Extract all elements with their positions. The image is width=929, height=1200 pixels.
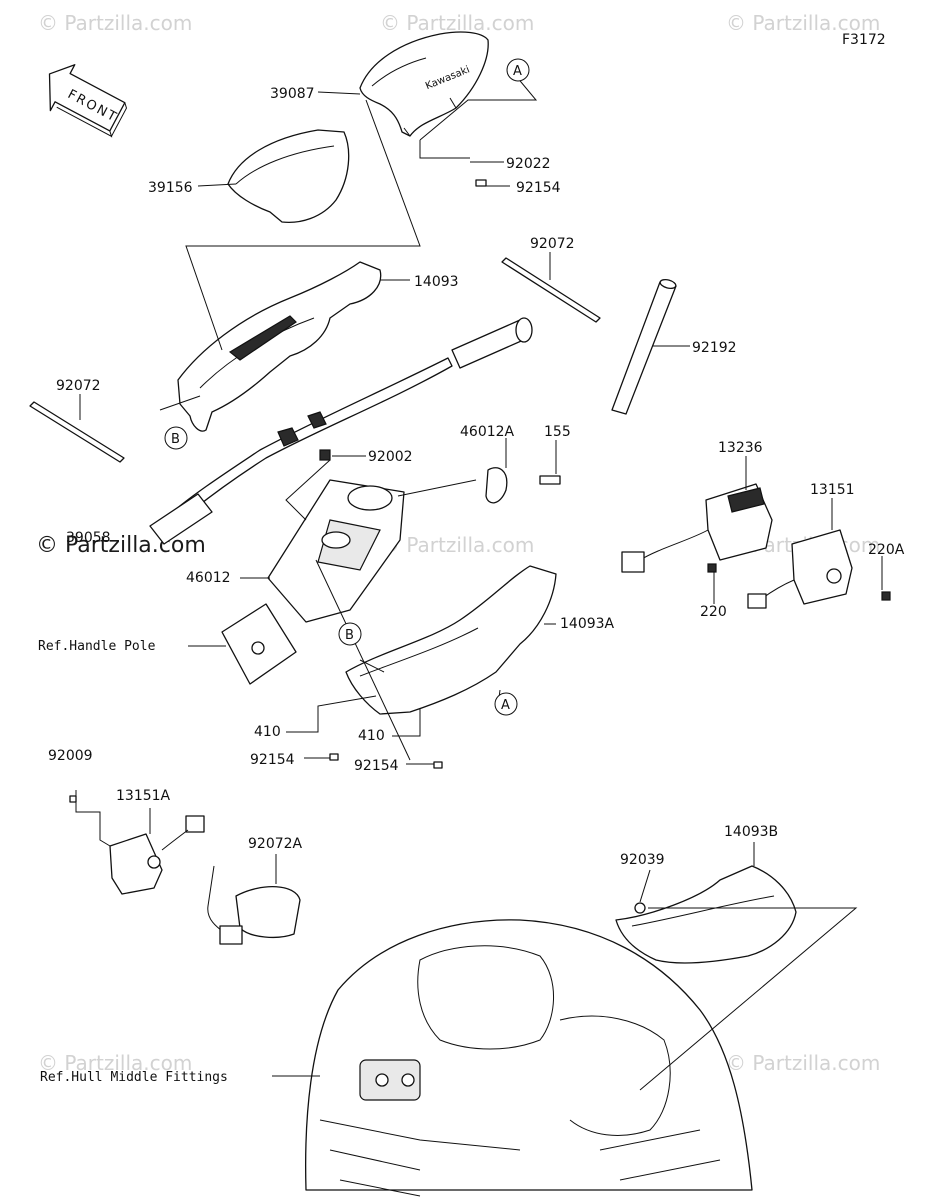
callout-a-top: A (506, 58, 530, 82)
hull-middle (305, 919, 753, 1197)
part-label-92154-a[interactable]: 92154 (250, 752, 295, 768)
watermark-top-right: © Partzilla.com (726, 11, 880, 35)
lanyard-92072A (207, 865, 301, 945)
part-label-14093B[interactable]: 14093B (724, 824, 778, 840)
screw-92002 (319, 449, 331, 461)
front-arrow: FRONT (48, 64, 128, 138)
switch-13151A (109, 815, 205, 895)
part-label-46012[interactable]: 46012 (186, 570, 231, 586)
lower-cover-14093A (345, 565, 557, 715)
part-label-220A[interactable]: 220A (868, 542, 905, 558)
part-label-92072-top[interactable]: 92072 (530, 236, 575, 252)
screws (69, 179, 891, 914)
part-label-92009[interactable]: 92009 (48, 748, 93, 764)
part-label-410-b[interactable]: 410 (358, 728, 385, 744)
screw-92154-b (433, 761, 443, 769)
part-label-155[interactable]: 155 (544, 424, 571, 440)
watermark-dark-left: © Partzilla.com (36, 533, 206, 558)
callout-b-left: B (164, 426, 188, 450)
part-label-46012A[interactable]: 46012A (460, 424, 515, 440)
ref-handle-pole[interactable]: Ref.Handle Pole (38, 639, 156, 654)
part-label-13151[interactable]: 13151 (810, 482, 855, 498)
svg-text:B: B (345, 628, 354, 643)
switch-13236 (621, 483, 773, 573)
part-label-92072-left[interactable]: 92072 (56, 378, 101, 394)
screw-92154-top (475, 179, 487, 187)
part-label-14093A[interactable]: 14093A (560, 616, 615, 632)
tube-92192 (611, 278, 677, 415)
part-label-39156[interactable]: 39156 (148, 180, 193, 196)
bolt-155 (539, 475, 561, 485)
steering-holder-46012 (267, 479, 405, 623)
clamp-46012A (485, 467, 508, 504)
part-label-92002[interactable]: 92002 (368, 449, 413, 465)
screw-220 (707, 563, 717, 573)
ref-hull-middle-fittings[interactable]: Ref.Hull Middle Fittings (40, 1070, 228, 1085)
leader-lines (75, 75, 883, 1091)
handlebar (149, 317, 533, 545)
svg-text:A: A (513, 64, 522, 79)
part-label-39058[interactable]: 39058 (66, 530, 111, 546)
screw-220A (881, 591, 891, 601)
watermark-top-center: © Partzilla.com (380, 11, 534, 35)
watermark-bottom-left: © Partzilla.com (38, 1051, 192, 1075)
part-label-92154-b[interactable]: 92154 (354, 758, 399, 774)
figure-code: F3172 (842, 32, 886, 48)
svg-text:B: B (171, 432, 180, 447)
grommet-92039 (634, 902, 646, 914)
watermark-top-left: © Partzilla.com (38, 11, 192, 35)
part-label-13151A[interactable]: 13151A (116, 788, 171, 804)
part-label-92022[interactable]: 92022 (506, 156, 551, 172)
cover-14093B (615, 865, 797, 964)
part-label-410-a[interactable]: 410 (254, 724, 281, 740)
part-label-92072A[interactable]: 92072A (248, 836, 303, 852)
part-label-92192[interactable]: 92192 (692, 340, 737, 356)
meter-cover-39087: Kawasaki (359, 31, 489, 137)
callout-b-mid: B (338, 622, 362, 646)
part-label-220[interactable]: 220 (700, 604, 727, 620)
part-labels: 39087 39156 92022 92154 14093 92072 9219… (38, 86, 905, 1085)
part-label-13236[interactable]: 13236 (718, 440, 763, 456)
callout-a-bottom: A (494, 692, 518, 716)
screw-92154-a (329, 753, 339, 761)
part-label-14093[interactable]: 14093 (414, 274, 459, 290)
screw-92009 (69, 795, 77, 803)
switch-13151 (747, 529, 853, 609)
cover-39156 (227, 129, 350, 224)
part-label-39087[interactable]: 39087 (270, 86, 315, 102)
callouts: A A B B (164, 58, 530, 716)
handle-pole-plate (221, 603, 297, 685)
cable-tie-left (29, 401, 125, 463)
svg-text:A: A (501, 698, 510, 713)
watermark-bottom-right: © Partzilla.com (726, 1051, 880, 1075)
part-label-92039[interactable]: 92039 (620, 852, 665, 868)
upper-cover-14093 (177, 261, 382, 432)
part-label-92154-top[interactable]: 92154 (516, 180, 561, 196)
watermark-middle-center: © Partzilla.com (380, 533, 534, 557)
cable-tie-top (501, 257, 601, 323)
